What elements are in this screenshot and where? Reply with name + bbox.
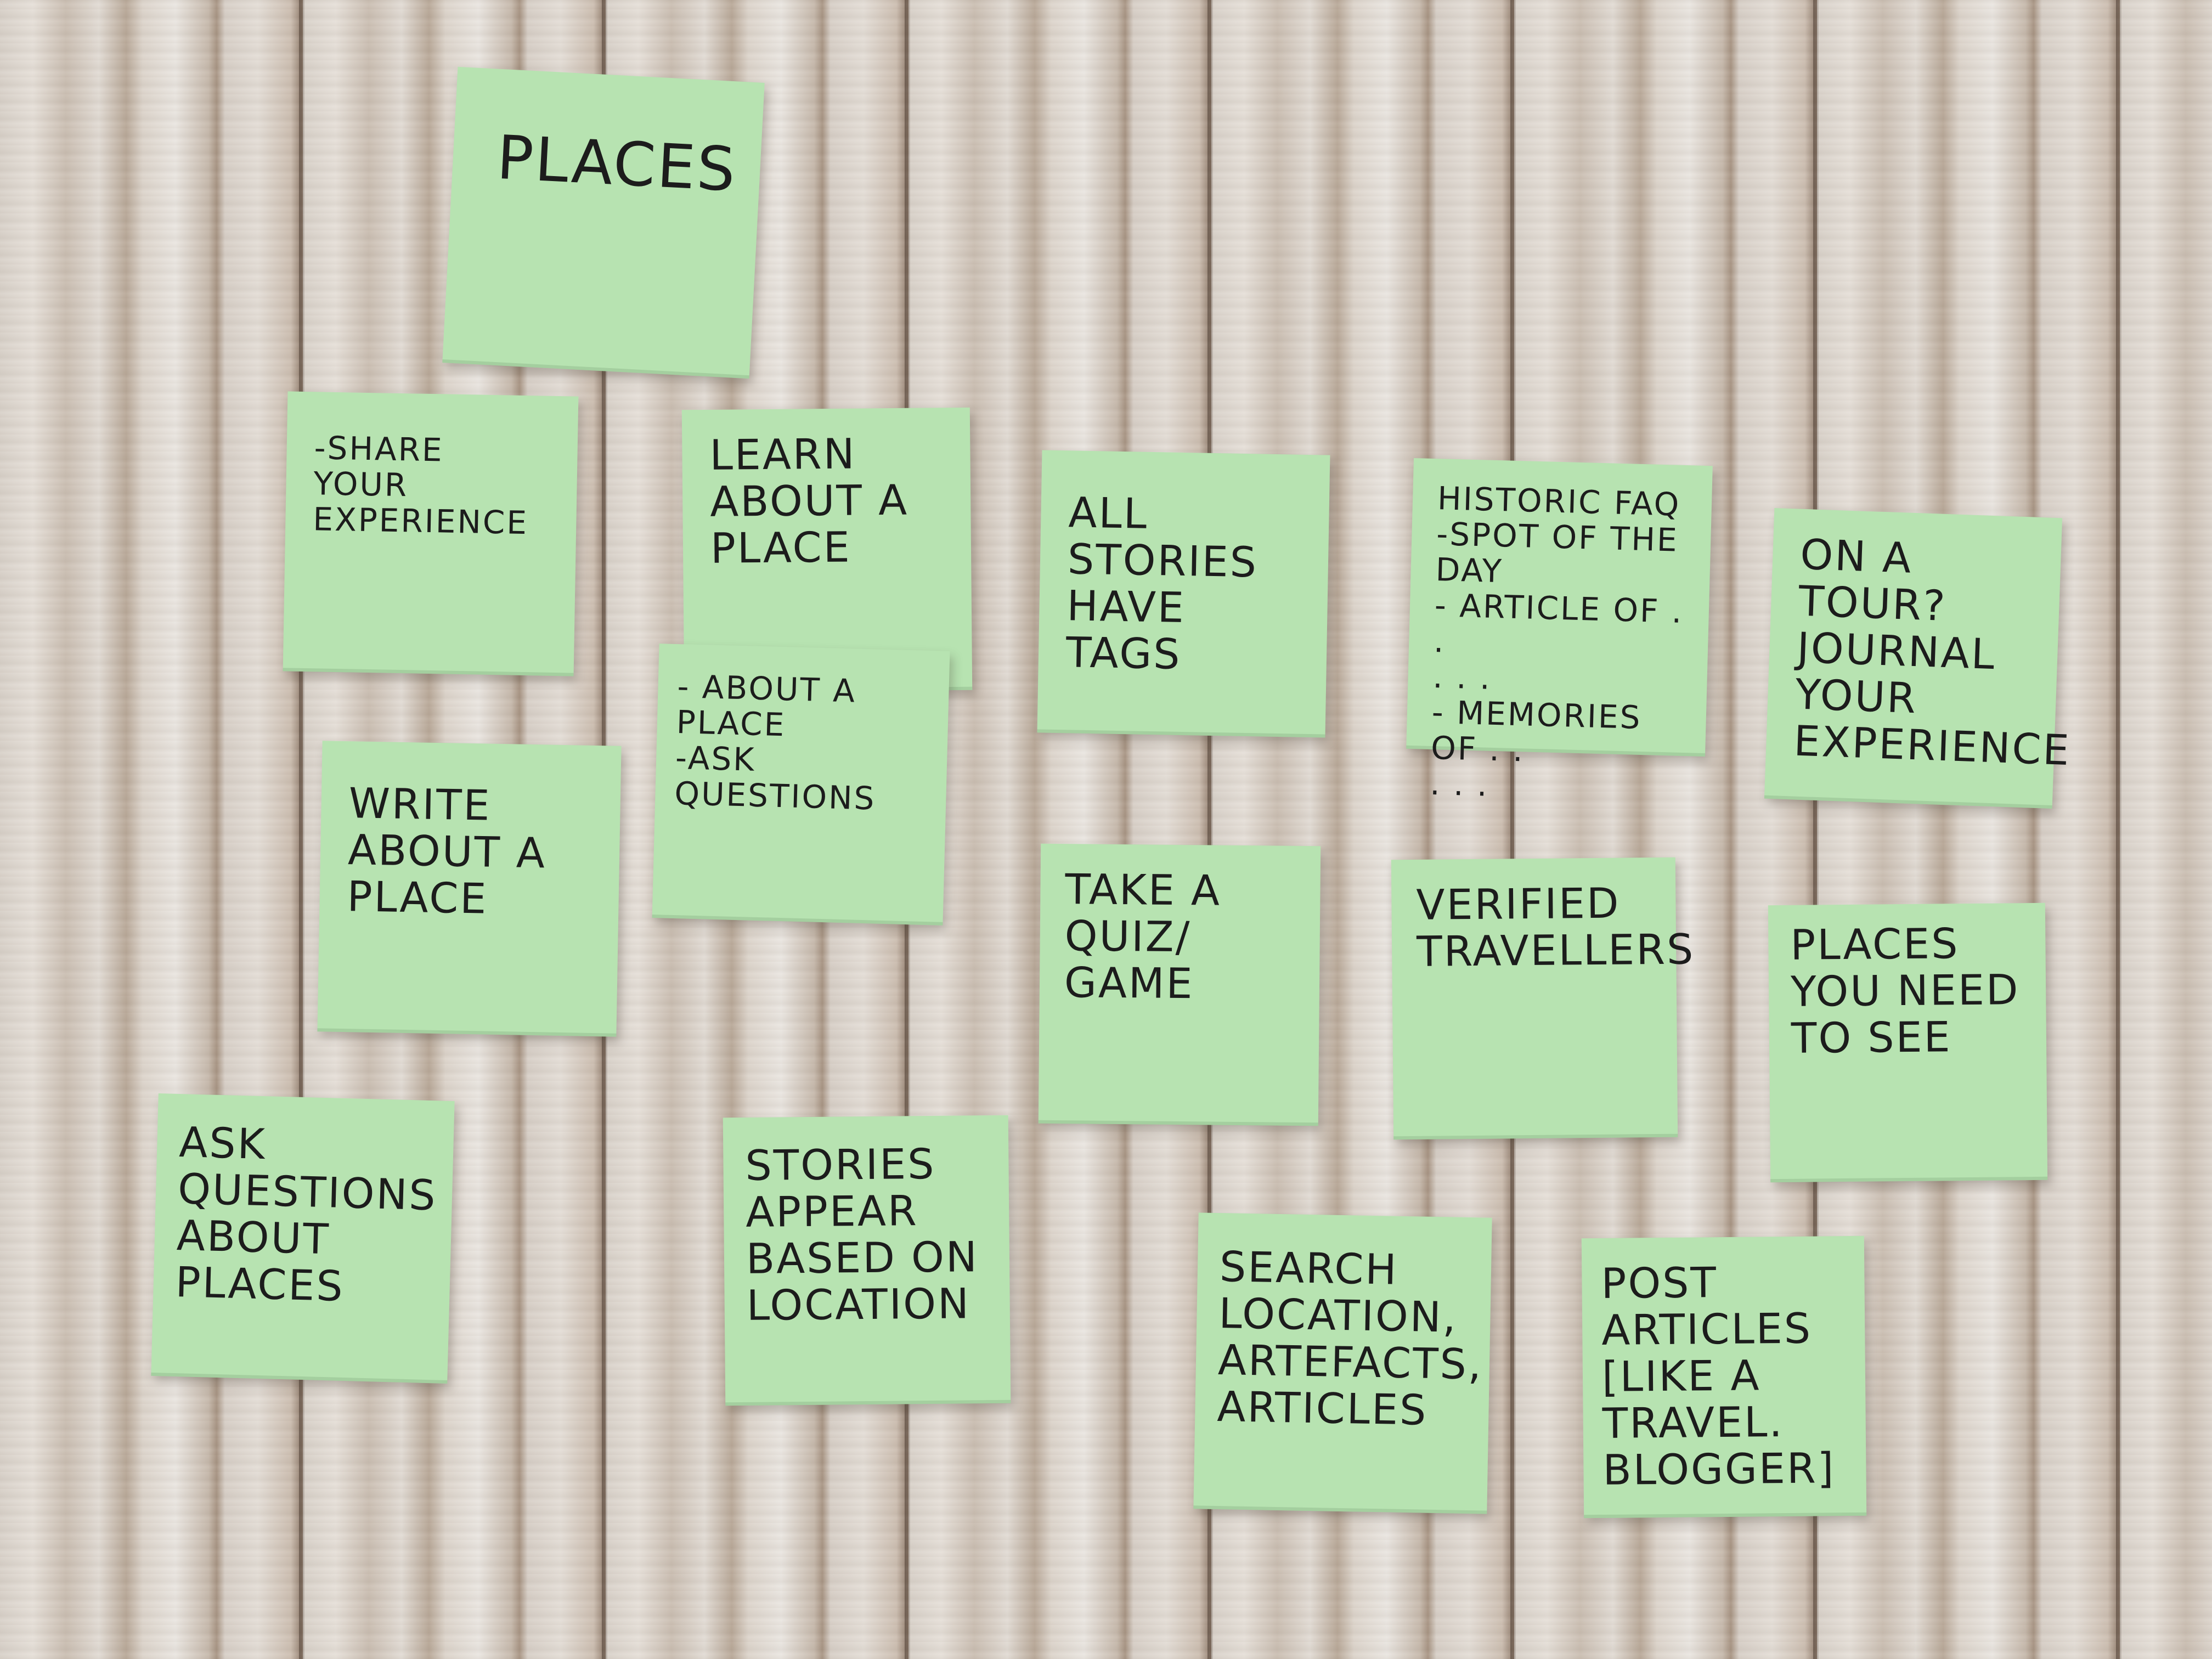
plank-seam [1510,0,1516,1659]
plank-seam [1813,0,1819,1659]
note-text: HISTORIC FAQ -SPOT OF THE DAY - ARTICLE … [1429,479,1684,804]
note-text: PLACES [495,122,739,205]
note-text: SEARCH LOCATION, ARTEFACTS, ARTICLES [1216,1242,1483,1435]
sticky-note-places: PLACES [442,66,765,379]
note-text: WRITE ABOUT A PLACE [346,778,547,923]
note-text: STORIES APPEAR BASED ON LOCATION [745,1139,979,1330]
plank-seam [1207,0,1213,1659]
sticky-note-places-to-see: PLACES YOU NEED TO SEE [1768,902,2048,1183]
sticky-note-verified-travellers: VERIFIED TRAVELLERS [1391,857,1695,1140]
sticky-note-quiz-game: TAKE A QUIZ/ GAME [1038,843,1321,1126]
note-text: VERIFIED TRAVELLERS [1416,878,1695,976]
sticky-note-search: SEARCH LOCATION, ARTEFACTS, ARTICLES [1193,1212,1492,1514]
sticky-note-write-about-place: WRITE ABOUT A PLACE [317,741,622,1037]
note-text: TAKE A QUIZ/ GAME [1064,865,1222,1008]
note-text: ALL STORIES HAVE TAGS [1065,488,1259,679]
note-text: POST ARTICLES [LIKE A TRAVEL. BLOGGER] [1601,1258,1836,1495]
note-text: -SHARE YOUR EXPERIENCE [312,429,529,542]
sticky-note-ask-questions: ASK QUESTIONS ABOUT PLACES [151,1093,455,1384]
note-text: - ABOUT A PLACE -ASK QUESTIONS [674,668,877,817]
note-text: ASK QUESTIONS ABOUT PLACES [174,1118,438,1311]
sticky-note-share-experience: -SHARE YOUR EXPERIENCE [283,391,579,676]
sticky-note-historic-faq: HISTORIC FAQ -SPOT OF THE DAY - ARTICLE … [1406,458,1713,803]
sticky-note-journal-tour: ON A TOUR? JOURNAL YOUR EXPERIENCE [1764,508,2072,809]
note-text: LEARN ABOUT A PLACE [709,429,909,573]
sticky-note-post-articles: POST ARTICLES [LIKE A TRAVEL. BLOGGER] [1581,1235,1867,1519]
note-text: ON A TOUR? JOURNAL YOUR EXPERIENCE [1793,529,2072,775]
plank-seam [2116,0,2121,1659]
note-text: PLACES YOU NEED TO SEE [1790,919,2020,1063]
sticky-note-stories-location: STORIES APPEAR BASED ON LOCATION [723,1115,1011,1406]
sticky-note-about-place-ask: - ABOUT A PLACE -ASK QUESTIONS [652,644,950,926]
plank-seam [299,0,304,1659]
sticky-note-all-stories-tags: ALL STORIES HAVE TAGS [1037,450,1330,738]
